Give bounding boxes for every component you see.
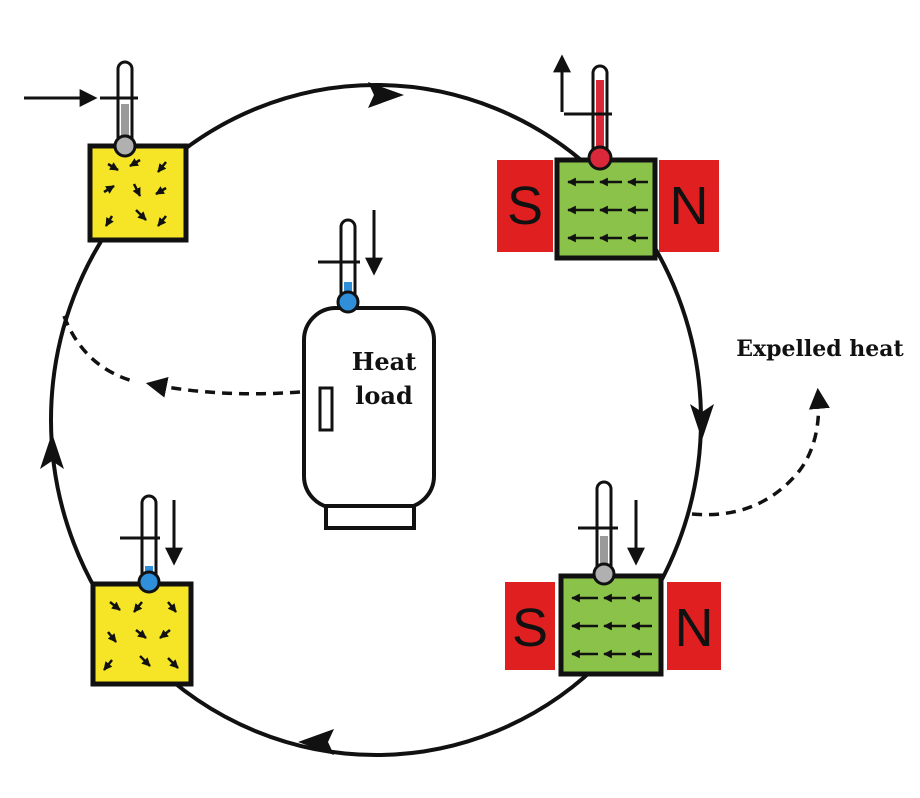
magnetic-dipole-arrow-icon — [567, 177, 648, 243]
magnet-south-bottom: S — [505, 582, 555, 670]
magnet-north-top: N — [659, 160, 719, 252]
thermometer-icon — [578, 480, 618, 586]
heat-flow-arrow-icon — [691, 387, 830, 517]
material-block-bottom-left — [90, 581, 194, 687]
expelled-heat-label: Expelled heat — [736, 336, 904, 362]
magnetic-dipole-arrow-icon — [571, 593, 652, 659]
magnet-south-label: S — [512, 598, 548, 658]
magnet-south-top: S — [497, 160, 553, 252]
cycle-arrow-icon — [298, 729, 334, 755]
cycle-arrow-icon — [368, 82, 404, 108]
heat-load-label-line2: load — [355, 381, 413, 410]
magnet-north-label: N — [670, 176, 709, 236]
magnet-south-label: S — [507, 176, 543, 236]
material-block-top-right — [554, 157, 658, 261]
heat-flow-arrow-icon — [145, 376, 301, 398]
magnet-north-bottom: N — [667, 582, 721, 670]
thermometer-icon — [100, 60, 138, 158]
cycle-arrow-icon — [40, 433, 64, 469]
cycle-arrow-icon — [690, 404, 714, 440]
magnetic-dipole-arrow-icon — [103, 601, 179, 671]
magnetic-dipole-arrow-icon — [103, 158, 167, 227]
thermometer-icon — [318, 218, 360, 314]
material-block-top-left — [87, 143, 189, 243]
thermometer-icon — [564, 64, 613, 171]
magnet-north-label: N — [675, 598, 714, 658]
heat-load-label-line1: Heat — [352, 347, 417, 376]
material-block-bottom-right — [558, 573, 664, 677]
heat-flow-trail — [62, 315, 137, 384]
thermometer-icon — [120, 494, 161, 594]
refrigerator-icon — [302, 306, 436, 530]
